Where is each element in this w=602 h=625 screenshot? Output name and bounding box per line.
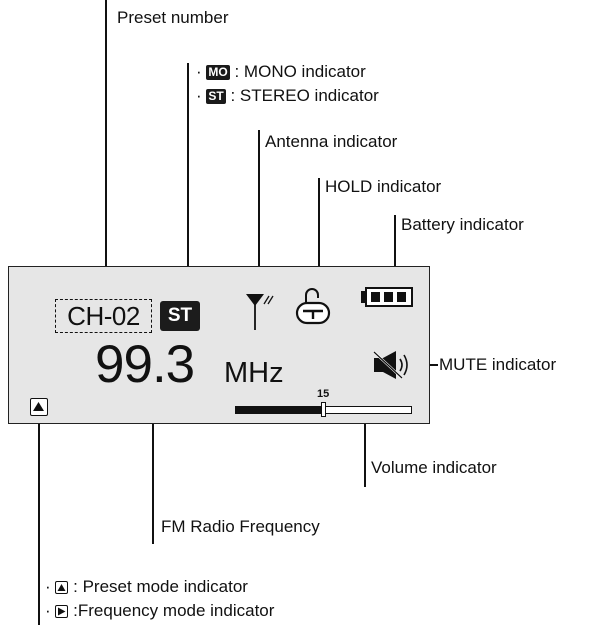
antenna-icon (246, 294, 274, 330)
volume-bar-fill (236, 407, 324, 413)
legend-stereo: · ST : STEREO indicator (196, 86, 379, 106)
bullet: · (196, 86, 202, 105)
volume-level-label: 15 (317, 388, 330, 400)
battery-icon (361, 287, 413, 307)
bullet: · (45, 601, 51, 620)
bullet: · (45, 577, 51, 596)
label-volume: Volume indicator (371, 458, 497, 477)
preset-mode-icon (30, 398, 48, 416)
legend-preset-mode: · : Preset mode indicator (45, 577, 248, 597)
volume-bar-knob (320, 402, 326, 417)
leader-volume (364, 423, 366, 487)
leader-antenna (258, 130, 260, 294)
bullet: · (196, 62, 202, 81)
lcd-display (8, 266, 430, 424)
label-preset-mode: : Preset mode indicator (73, 577, 248, 596)
hold-lock-icon (295, 288, 331, 325)
label-frequency-mode: :Frequency mode indicator (73, 601, 275, 620)
frequency-unit: MHz (224, 357, 284, 389)
label-preset-number: Preset number (117, 8, 229, 27)
legend-mono: · MO : MONO indicator (196, 62, 366, 82)
frequency-display: 99.3 (95, 335, 195, 394)
preset-mode-icon (55, 581, 69, 594)
leader-battery (394, 215, 396, 285)
stereo-badge: ST (206, 89, 226, 104)
legend-frequency-mode: · :Frequency mode indicator (45, 601, 274, 621)
label-mute: MUTE indicator (439, 355, 557, 374)
label-mono: : MONO indicator (234, 62, 366, 81)
preset-number-display: CH-02 (55, 299, 152, 333)
label-stereo: : STEREO indicator (230, 86, 379, 105)
leader-hold (318, 178, 320, 290)
mute-speaker-icon (373, 351, 408, 379)
mono-badge: MO (206, 65, 230, 80)
frequency-mode-icon (55, 605, 69, 618)
label-fm-frequency: FM Radio Frequency (161, 517, 320, 536)
leader-stereo (187, 63, 189, 301)
label-antenna: Antenna indicator (265, 132, 398, 151)
leader-frequency (152, 394, 154, 544)
leader-preset (105, 0, 107, 300)
leader-preset-mode (38, 416, 40, 625)
label-hold: HOLD indicator (325, 177, 442, 196)
label-battery: Battery indicator (401, 215, 524, 234)
stereo-indicator: ST (160, 301, 200, 331)
